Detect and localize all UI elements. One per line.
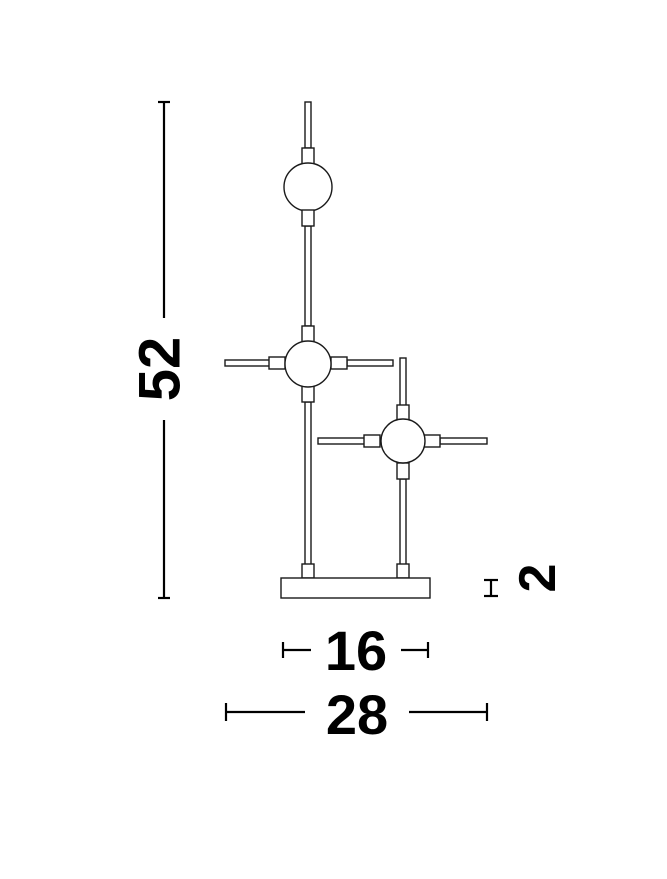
right-globe (380, 418, 426, 464)
main-stem-upper (304, 225, 312, 327)
second-stem-upper (399, 357, 407, 407)
base-width-dimension: 16 (281, 619, 430, 682)
total-width-label: 28 (326, 683, 388, 746)
top-globe-bottom-connector (301, 209, 315, 227)
right-left-connector (363, 434, 381, 448)
main-stem-lower (304, 401, 312, 567)
middle-top-connector (301, 325, 315, 343)
right-right-arm (439, 437, 488, 445)
top-globe-top-connector (301, 147, 315, 165)
middle-bottom-connector (301, 385, 315, 403)
base-width-label: 16 (325, 619, 387, 682)
middle-right-connector (330, 356, 348, 370)
middle-globe (284, 340, 332, 388)
top-rod (304, 101, 312, 149)
base-plate (280, 577, 431, 599)
base-height-label: 2 (509, 564, 567, 593)
right-bottom-connector (396, 462, 410, 480)
top-globe (283, 162, 333, 212)
base-foot-left (301, 563, 315, 579)
middle-left-connector (268, 356, 286, 370)
second-stem-lower (399, 478, 407, 567)
base-foot-right (396, 563, 410, 579)
lamp-outline (224, 101, 488, 599)
height-dimension: 52 (128, 100, 193, 600)
base-height-dimension: 2 (484, 564, 567, 598)
height-label: 52 (128, 337, 193, 402)
right-right-connector (423, 434, 441, 448)
total-width-dimension: 28 (224, 683, 489, 746)
middle-right-arm (346, 359, 394, 367)
